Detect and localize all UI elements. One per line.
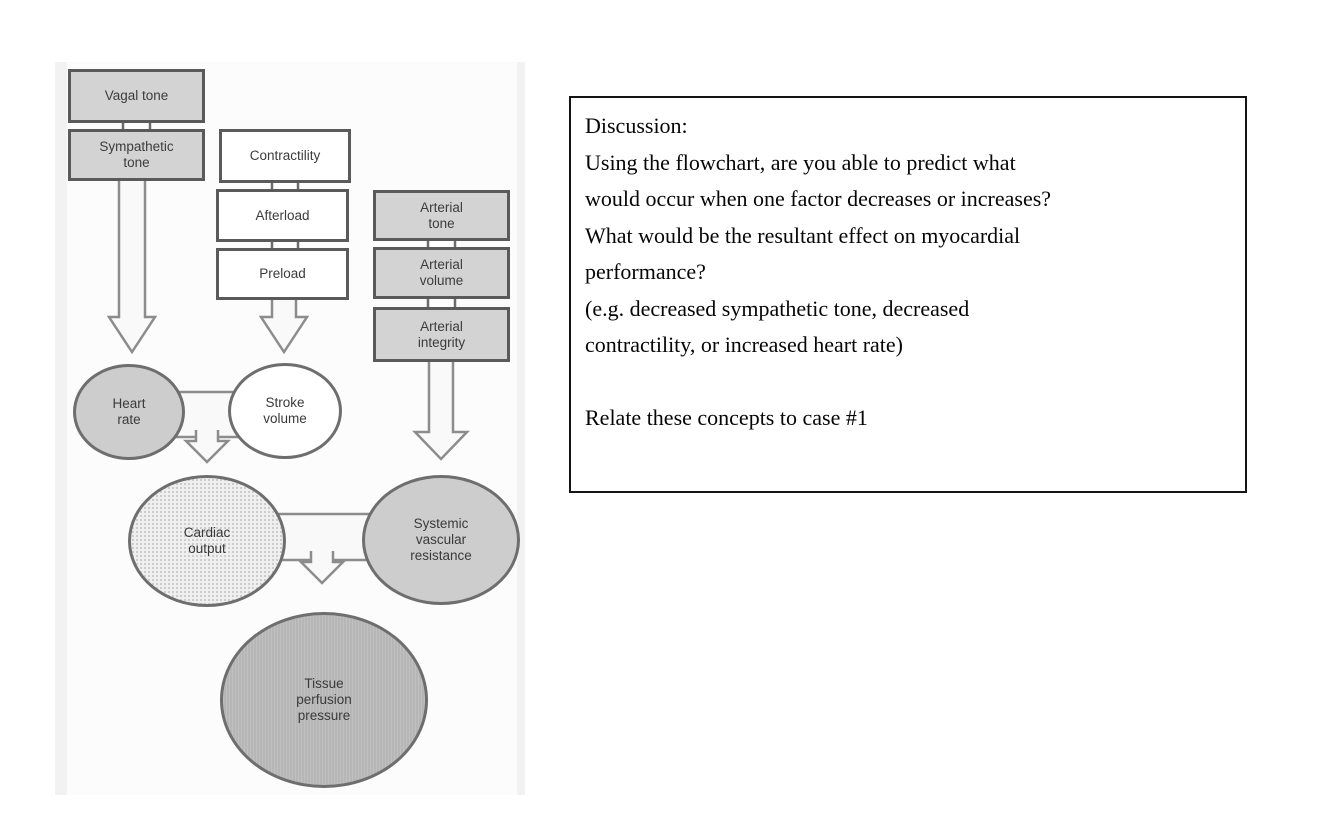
node-contractility: Contractility <box>219 129 351 183</box>
discussion-line: (e.g. decreased sympathetic tone, decrea… <box>585 295 970 321</box>
figure-right-edge <box>517 62 525 795</box>
merge-arrow-to-cardiac-output-icon <box>182 430 232 464</box>
node-tissue-perfusion-pressure: Tissue perfusion pressure <box>220 612 428 788</box>
discussion-box: Discussion: Using the flowchart, are you… <box>569 96 1247 493</box>
node-heart-rate: Heart rate <box>73 364 185 460</box>
figure-left-edge <box>55 62 67 795</box>
discussion-line: contractility, or increased heart rate) <box>585 332 904 357</box>
node-vagal-tone: Vagal tone <box>68 69 205 123</box>
discussion-line: Discussion: <box>585 113 688 138</box>
node-systemic-vascular-resistance: Systemic vascular resistance <box>362 475 520 605</box>
node-preload: Preload <box>216 248 349 300</box>
discussion-line: What would be the resultant effect on my… <box>585 222 1021 248</box>
arrow-sympathetic-to-heart-rate-icon <box>106 177 158 355</box>
node-arterial-tone: Arterial tone <box>373 190 510 241</box>
flowchart-figure: Vagal tone Sympathetic tone Contractilit… <box>55 62 525 795</box>
discussion-line: performance? <box>585 259 706 284</box>
node-stroke-volume: Stroke volume <box>228 363 342 459</box>
discussion-line: Using the flowchart, are you able to pre… <box>585 149 1016 175</box>
discussion-line: Relate these concepts to case #1 <box>585 405 868 430</box>
arrow-preload-to-stroke-volume-icon <box>258 296 310 355</box>
node-afterload: Afterload <box>216 189 349 242</box>
merge-arrow-to-tissue-perfusion-icon <box>297 551 347 585</box>
arrow-arterial-to-svr-icon <box>412 358 470 461</box>
discussion-line <box>585 364 1231 401</box>
node-arterial-integrity: Arterial integrity <box>373 307 510 362</box>
discussion-line: would occur when one factor decreases or… <box>585 186 1052 211</box>
node-cardiac-output: Cardiac output <box>128 475 286 607</box>
node-arterial-volume: Arterial volume <box>373 247 510 299</box>
node-sympathetic-tone: Sympathetic tone <box>68 129 205 181</box>
